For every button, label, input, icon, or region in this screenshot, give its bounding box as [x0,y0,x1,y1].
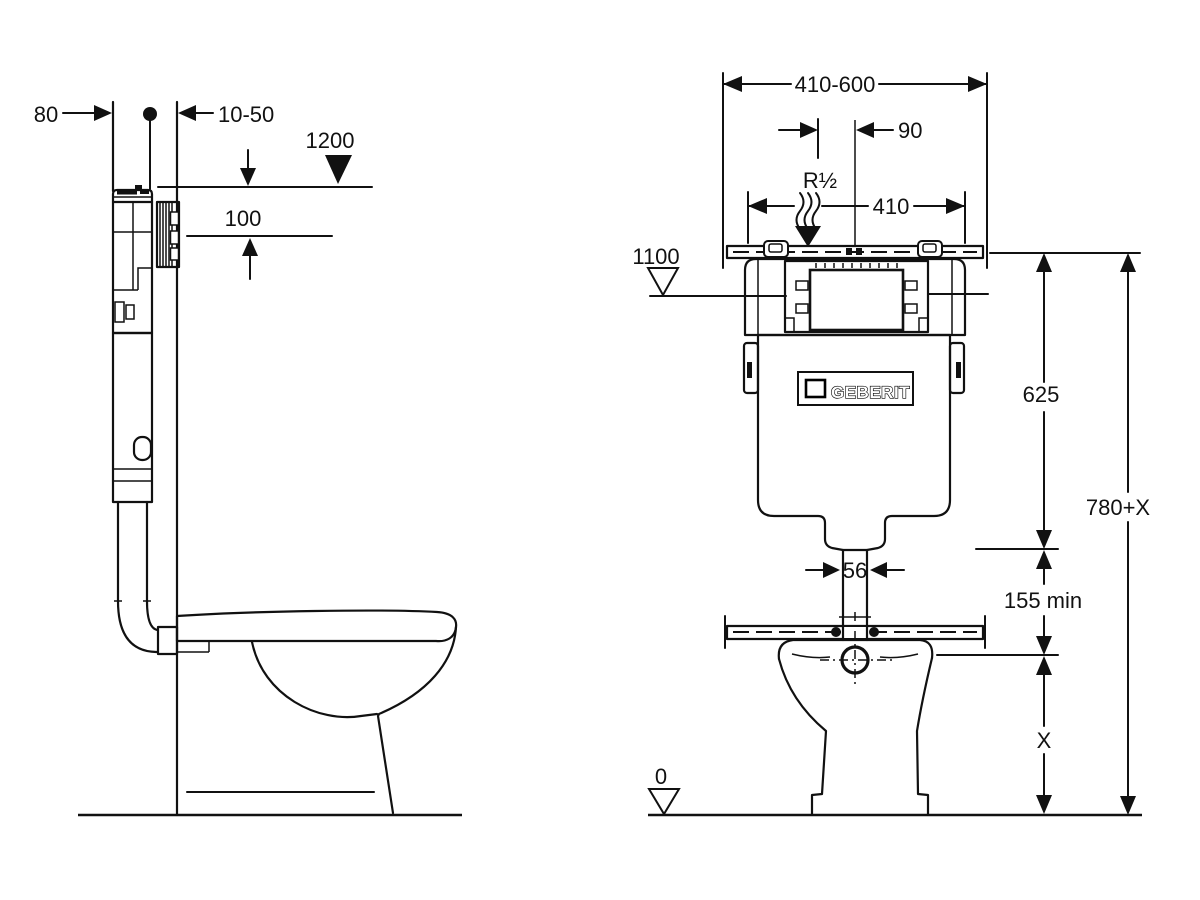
dim-total-height: 780+X [1086,253,1151,815]
arrow-left-icon [723,76,742,92]
dim-cistern-width: 410 [747,191,966,244]
level-1200-label: 1200 [306,128,355,153]
dim-155min-label: 155 min [1004,588,1082,613]
water-wave-icon [811,192,821,230]
dim-780x-label: 780+X [1086,495,1151,520]
dim-supply-offset: 90 [778,118,922,246]
rail-bolt-right-icon [869,627,879,637]
vertical-dimensions: 625 780+X 155 min [936,252,1151,815]
arrow-left-icon [870,562,887,578]
front-view: 410-600 90 R½ 4 [632,72,1151,817]
side-view: 80 10-50 1200 100 [34,100,462,817]
access-opening [808,268,905,332]
arrow-right-icon [968,76,987,92]
level-marker-1200: 1200 [157,128,373,188]
dim-offset-100: 100 [186,206,333,280]
fixing-point [143,107,157,190]
dim-100-label: 100 [225,206,262,231]
dim-625-label: 625 [1023,382,1060,407]
arrow-right-icon [823,562,840,578]
dim-width-range: 410-600 [722,72,988,97]
level-1100-label: 1100 [632,244,679,269]
level-marker-0: 0 [647,764,681,816]
level-triangle-filled-icon [325,155,352,184]
cistern-tank [756,333,952,552]
cistern-side [111,185,181,656]
arrow-down-icon [1036,636,1052,655]
arrow-right-icon [946,198,965,214]
flush-bend-pipe [114,500,179,656]
arrow-down-icon [240,168,256,186]
dim-x-label: X [1037,728,1052,753]
water-wave-icon [795,192,805,230]
arrow-left-icon [856,122,874,138]
level-triangle-open-icon [647,788,681,816]
arrow-up-icon [242,238,258,256]
water-wave-icon [803,192,813,230]
brand-plate: GEBERIT [797,371,914,406]
dim-min-clearance: 155 min [1004,550,1082,655]
toilet-pan-front [777,612,934,816]
dim-rail-to-outlet: 625 [1023,253,1060,549]
brand-logo-text: GEBERIT [831,383,910,402]
dim-pipe-width: 56 [805,558,905,583]
supply-arrow-down-icon [795,226,821,247]
arrow-down-icon [1120,796,1136,815]
arrow-left-icon [748,198,767,214]
dot-icon [143,107,157,121]
arrow-down-icon [1036,530,1052,549]
level-marker-1100: 1100 [632,244,989,298]
dim-wall-thickness: 80 [34,102,112,127]
level-0-label: 0 [655,764,667,789]
wall-hatch-block [155,200,181,269]
cistern-housing [743,257,967,337]
toilet-pan-side [175,609,458,815]
dim-pipe-width-label: 56 [843,558,867,583]
side-bracket-right [948,341,966,395]
arrow-right-icon [94,105,112,121]
arrow-down-icon [1036,795,1052,814]
cistern-front: GEBERIT [742,257,967,628]
dim-wall-label: 80 [34,102,58,127]
dim-finish-gap: 10-50 [178,102,274,127]
supply-label: R½ [803,168,837,193]
side-bracket-left [742,341,760,395]
arrow-left-icon [178,105,196,121]
logo-square-icon [804,378,827,399]
dim-cistern-width-label: 410 [873,194,910,219]
dim-width-range-label: 410-600 [795,72,876,97]
water-supply-symbol: R½ [795,168,837,247]
dim-pan-height: X [1036,656,1052,814]
opening-hatch-marks [815,263,898,268]
dim-supply-offset-label: 90 [898,118,922,143]
arrow-right-icon [800,122,818,138]
dim-gap-label: 10-50 [218,102,274,127]
access-opening-frame [783,259,930,334]
level-triangle-open-icon [646,267,680,298]
rail-bolt-left-icon [831,627,841,637]
top-mounting-rail [725,240,985,260]
